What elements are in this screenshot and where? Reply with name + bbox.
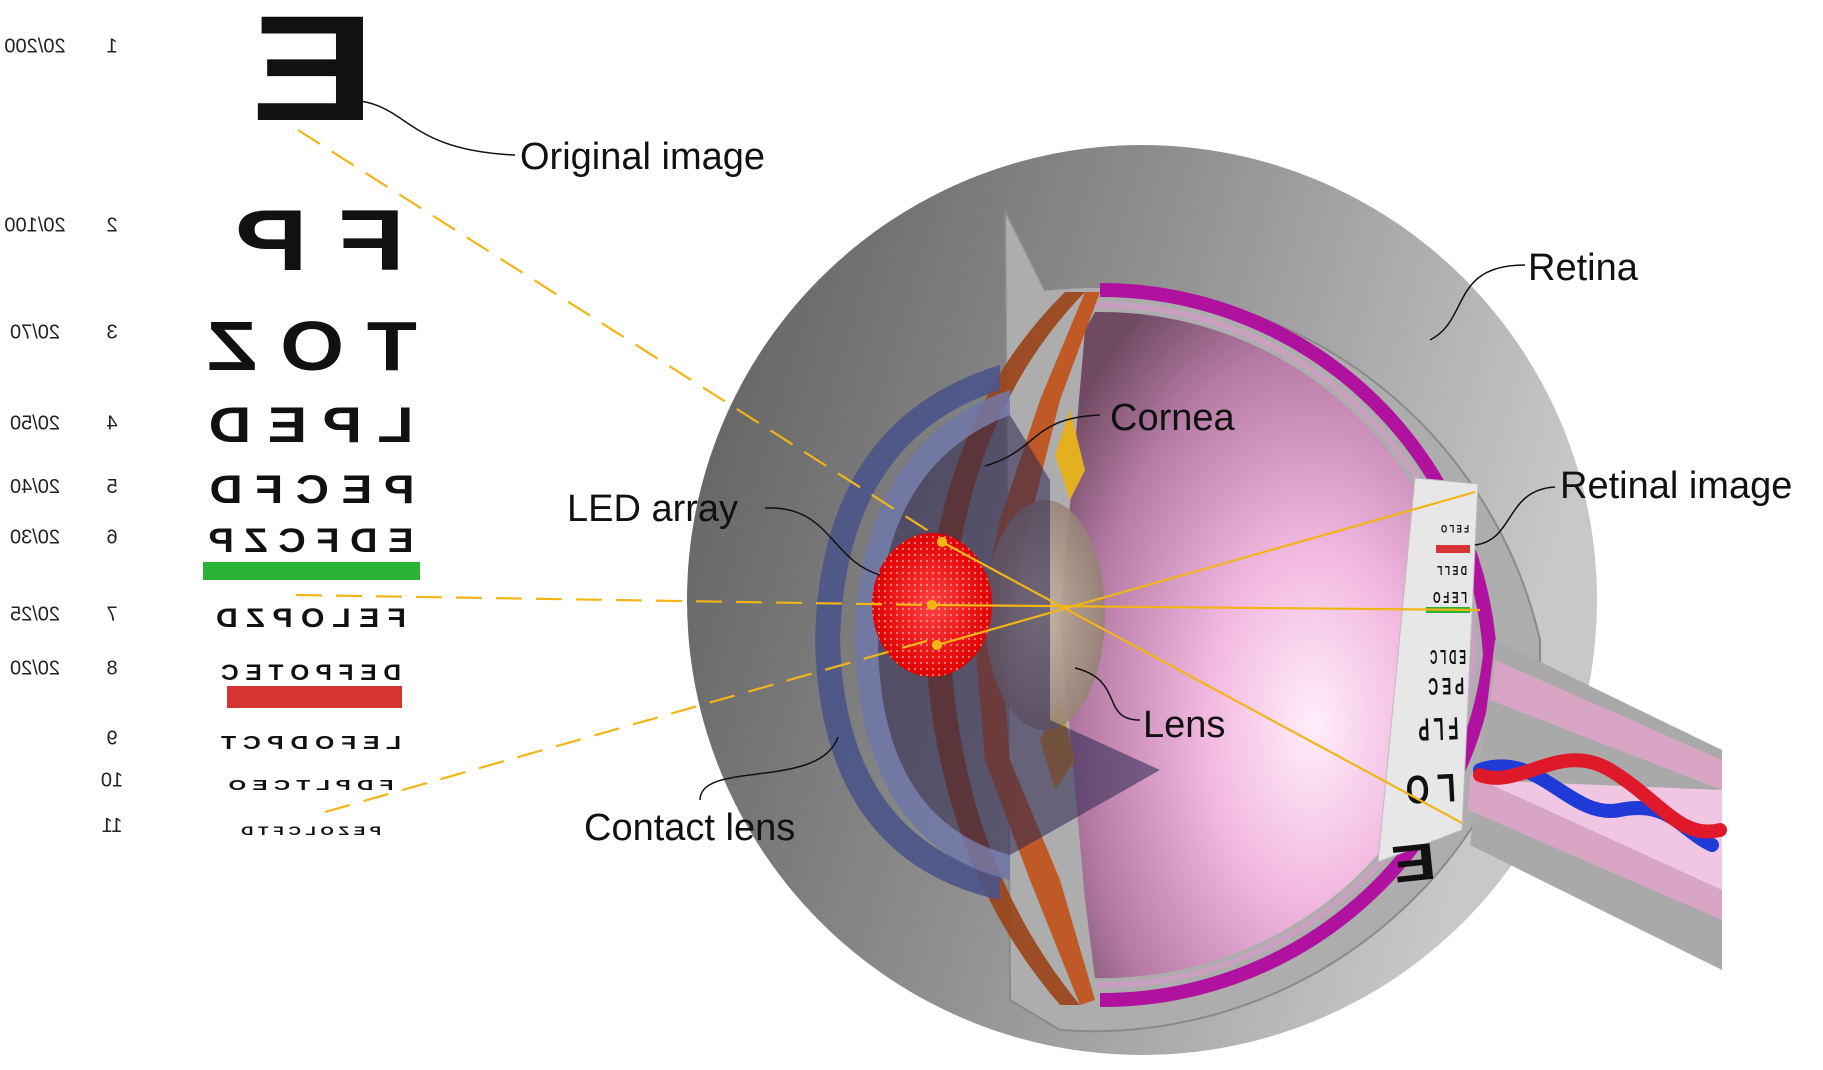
leader-cornea [984, 414, 1101, 467]
retinal-image-row: L O [1405, 765, 1457, 812]
leader-retina [1429, 264, 1526, 341]
led-focus-dot [936, 536, 948, 548]
chart-line-number: 8 [106, 658, 117, 680]
chart-acuity: 20/200 [4, 36, 65, 58]
retinal-image-row: E [1389, 831, 1439, 893]
chart-row: T O Z 3 20/70 [10, 307, 417, 385]
chart-acuity: 20/25 [10, 603, 60, 625]
chart-row-letters: E D F C Z P [209, 522, 414, 560]
ray-3 [936, 490, 1476, 647]
retinal-image-row: P E C [1428, 672, 1464, 700]
light-rays [295, 129, 1481, 824]
leader-lines [344, 99, 1556, 801]
eye-chart: E 1 20/200 F P 2 20/100 T O Z 3 20/70 L P E D 4 20/… [4, 0, 420, 838]
chart-line-number: 11 [102, 815, 123, 837]
label-cornea: Cornea [1110, 397, 1235, 439]
chart-row: L P E D 4 20/50 [10, 397, 414, 453]
chart-acuity: 20/100 [4, 214, 65, 236]
chart-row: P E Z O L C F T D 11 [102, 815, 381, 838]
label-lens: Lens [1143, 704, 1225, 746]
chart-line-number: 4 [106, 413, 117, 435]
chart-line-number: 7 [106, 603, 117, 625]
ray-2 [931, 603, 1481, 612]
leader-lens [1074, 667, 1141, 721]
anterior-chamber [878, 415, 1160, 855]
chart-row-letters: T O Z [207, 307, 417, 385]
choroid-band [1094, 301, 1479, 989]
chart-line-number: 5 [106, 476, 117, 498]
chart-row: E 1 20/200 [4, 0, 375, 152]
chart-row: L E F O D P C T 9 [106, 728, 401, 754]
chart-row: F D P L T C E O 10 [101, 769, 394, 794]
label-retina: Retina [1528, 247, 1639, 289]
chart-row-letters: D E F P O T E C [221, 660, 401, 685]
chart-row-letters: F E L O P Z D [216, 603, 406, 633]
led-bottom-dot [931, 639, 943, 651]
chart-red-bar [227, 686, 402, 708]
chart-row-letters: L E F O D P C T [221, 733, 401, 753]
optic-nerve [1468, 640, 1727, 970]
retinal-image-row: F E L O [1441, 522, 1469, 534]
ray-1 [941, 541, 1463, 824]
leader-contact-lens [699, 736, 839, 801]
chart-acuity: 20/40 [10, 476, 60, 498]
chart-green-bar [203, 562, 420, 580]
chart-line-number: 1 [106, 36, 117, 58]
label-led-array: LED array [567, 488, 738, 530]
retinal-image-row: L E F O [1433, 588, 1467, 605]
contact-lens-outer [815, 365, 1000, 900]
chart-row-letters: F D P L T C E O [228, 777, 393, 794]
chart-row-letters: P E Z O L C F T D [241, 824, 381, 838]
contact-lens-inner [855, 390, 1010, 880]
leader-led-array [764, 507, 881, 576]
dashed-ray-bottom [324, 638, 931, 814]
label-retinal-image: Retinal image [1560, 465, 1792, 507]
led-center-dot [926, 599, 938, 611]
chart-acuity: 20/70 [10, 322, 60, 344]
chart-row: P E C F D 5 20/40 [10, 468, 415, 512]
chart-acuity: 20/20 [10, 658, 60, 680]
chart-row-letters: P E C F D [210, 468, 415, 512]
chart-row-letters: F P [235, 193, 405, 289]
ciliary-body [1055, 410, 1085, 500]
leader-original-image [344, 99, 516, 156]
chart-acuity: 20/30 [10, 527, 60, 549]
dashed-ray-middle [295, 593, 933, 607]
label-contact-lens: Contact lens [584, 807, 795, 849]
retinal-image-red-bar [1436, 545, 1470, 553]
retina-band [1099, 282, 1498, 1008]
artery [1473, 753, 1727, 839]
chart-line-number: 6 [106, 527, 117, 549]
chart-row: F E L O P Z D 7 20/25 [10, 603, 406, 633]
retinal-image-row: E D L C [1430, 645, 1466, 667]
chart-row: D E F P O T E C 8 20/20 [10, 658, 401, 686]
chart-line-number: 2 [106, 214, 117, 236]
leader-retinal-image [1474, 486, 1556, 546]
chart-acuity: 20/50 [10, 413, 60, 435]
retinal-image-row: D E L L [1437, 563, 1467, 578]
chart-line-number: 9 [106, 728, 117, 750]
chart-row: E D F C Z P 6 20/30 [10, 522, 414, 560]
chart-row-letters: L P E D [209, 397, 414, 453]
chart-line-number: 10 [101, 769, 123, 791]
dashed-ray-top [297, 129, 936, 536]
chart-row-letters: E [251, 0, 376, 152]
chart-row: F P 2 20/100 [4, 193, 405, 289]
chart-line-number: 3 [106, 322, 117, 344]
retinal-image-row: F L P [1418, 710, 1459, 747]
label-original-image: Original image [520, 136, 765, 178]
vitreous-interior [1060, 311, 1468, 979]
